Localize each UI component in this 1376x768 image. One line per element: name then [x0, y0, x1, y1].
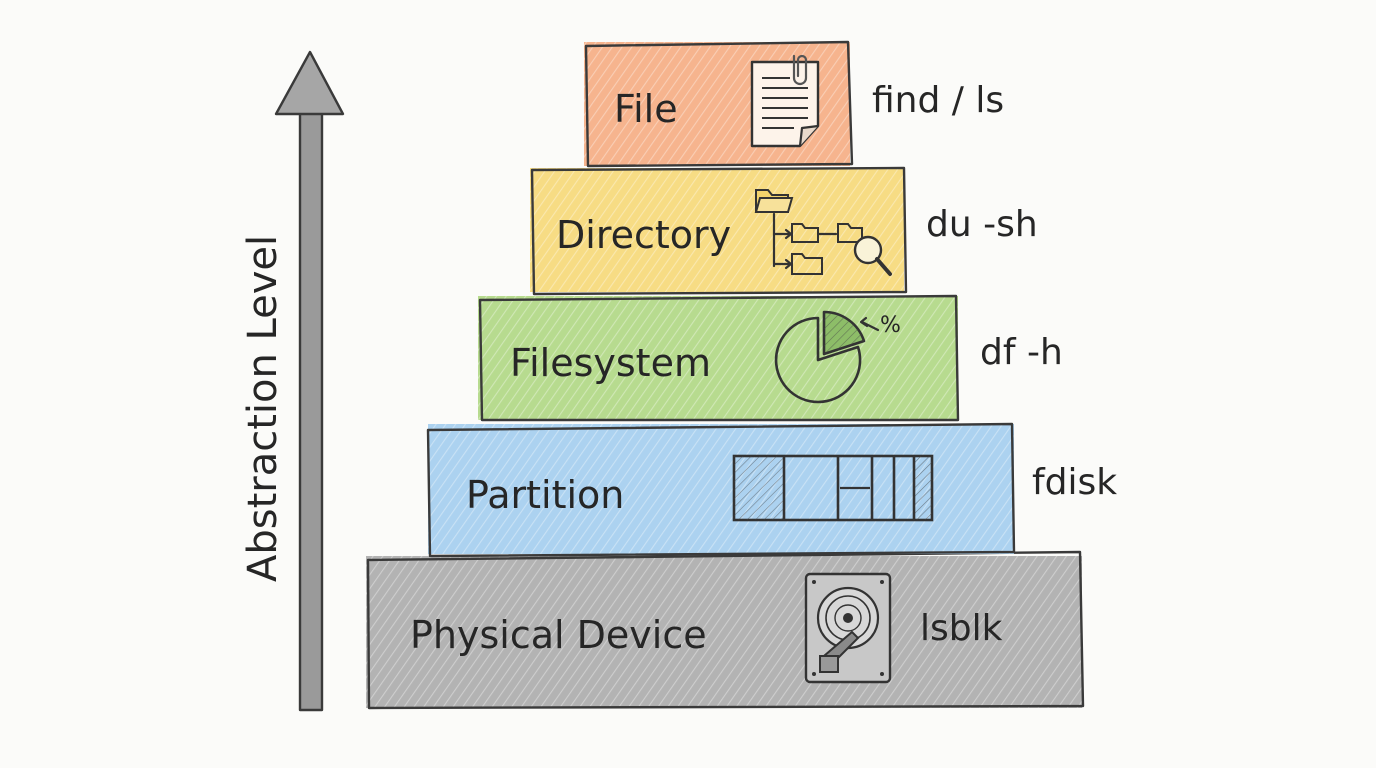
- layer-command: lsblk: [920, 608, 1003, 649]
- layer-label: Directory: [556, 213, 731, 257]
- folder-tree-icon: [754, 189, 892, 276]
- layer-file: File find / ls: [584, 40, 1004, 168]
- layer-label: Partition: [466, 473, 624, 517]
- layer-label: Physical Device: [410, 613, 707, 657]
- layer-command: df -h: [980, 332, 1063, 373]
- hard-drive-icon: [804, 572, 892, 684]
- layer-command: fdisk: [1032, 462, 1117, 503]
- percent-sign: %: [880, 313, 901, 338]
- layer-partition: Partition fdisk: [426, 422, 1117, 558]
- partition-table-icon: [732, 454, 934, 522]
- axis-arrow-shaft: [298, 110, 324, 712]
- document-icon: [750, 54, 820, 148]
- abstraction-axis: Abstraction Level: [240, 50, 345, 712]
- layer-command: du -sh: [926, 204, 1038, 245]
- layer-command: find / ls: [872, 80, 1004, 121]
- layer-physical-device: Physical Device lsblk: [366, 550, 1085, 710]
- pie-chart-icon: %: [774, 310, 901, 404]
- layer-label: Filesystem: [510, 341, 711, 385]
- layer-label: File: [614, 87, 678, 131]
- layer-filesystem: Filesystem % df -h: [478, 294, 1063, 422]
- axis-label: Abstraction Level: [240, 235, 286, 582]
- axis-arrow-head: [274, 50, 345, 116]
- layer-directory: Directory du -sh: [530, 166, 1038, 296]
